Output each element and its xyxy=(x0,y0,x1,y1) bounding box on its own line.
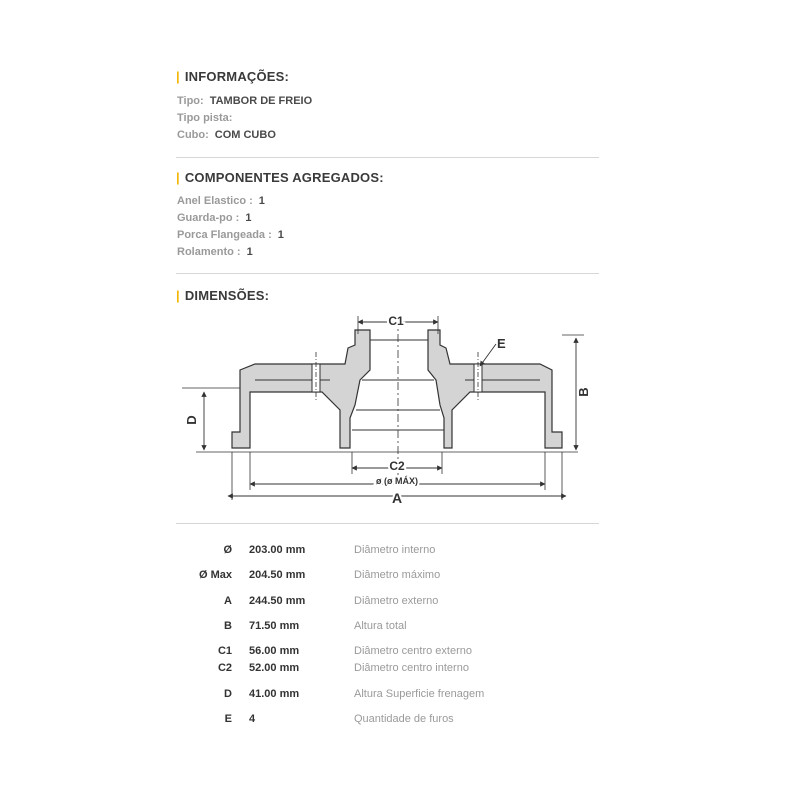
components-title-text: COMPONENTES AGREGADOS: xyxy=(184,170,384,185)
info-section-title: | INFORMAÇÕES: xyxy=(176,69,289,84)
dimension-row: C1 56.00 mm Diâmetro centro externo xyxy=(0,645,800,661)
dimension-row: A 244.50 mm Diâmetro externo xyxy=(0,595,800,611)
component-label: Guarda-po : xyxy=(177,212,240,224)
info-value: TAMBOR DE FREIO xyxy=(209,95,313,107)
dimension-value: 244.50 mm xyxy=(249,595,306,607)
dimension-key: Ø Max xyxy=(198,569,232,581)
divider xyxy=(176,273,599,274)
dimension-key: A xyxy=(224,595,232,607)
info-row-tipo-pista: Tipo pista: xyxy=(177,112,238,124)
info-title-text: INFORMAÇÕES: xyxy=(184,69,290,84)
dimension-description: Altura Superficie frenagem xyxy=(354,688,485,700)
component-label: Rolamento : xyxy=(177,246,241,258)
component-row: Guarda-po : 1 xyxy=(177,212,251,224)
dimension-value: 203.00 mm xyxy=(249,544,306,556)
component-value: 1 xyxy=(246,246,253,258)
info-row-tipo: Tipo: TAMBOR DE FREIO xyxy=(177,95,312,107)
dimension-description: Diâmetro externo xyxy=(354,595,439,607)
component-row: Anel Elastico : 1 xyxy=(177,195,265,207)
dimension-row: B 71.50 mm Altura total xyxy=(0,620,800,636)
drum-cross-section xyxy=(231,329,563,449)
accent-bar-icon: | xyxy=(176,288,180,303)
info-label: Cubo: xyxy=(177,129,209,141)
c2-label: C2 xyxy=(389,459,405,473)
dimension-description: Altura total xyxy=(354,620,407,632)
component-label: Anel Elastico : xyxy=(177,195,253,207)
component-value: 1 xyxy=(277,229,284,241)
info-label: Tipo pista: xyxy=(177,112,233,124)
dimension-row: C2 52.00 mm Diâmetro centro interno xyxy=(0,662,800,678)
dimension-key: Ø xyxy=(223,544,232,556)
info-label: Tipo: xyxy=(177,95,204,107)
dimension-key: B xyxy=(224,620,232,632)
dimension-description: Diâmetro centro interno xyxy=(354,662,469,674)
b-label: B xyxy=(576,387,591,396)
dimension-description: Diâmetro centro externo xyxy=(354,645,472,657)
c1-label: C1 xyxy=(388,314,404,328)
dimension-value: 4 xyxy=(249,713,256,725)
dimension-row: D 41.00 mm Altura Superficie frenagem xyxy=(0,688,800,704)
dimensions-section-title: | DIMENSÕES: xyxy=(176,288,269,303)
dimension-value: 41.00 mm xyxy=(249,688,300,700)
dimension-description: Diâmetro interno xyxy=(354,544,436,556)
dimension-description: Diâmetro máximo xyxy=(354,569,441,581)
dimension-value: 71.50 mm xyxy=(249,620,300,632)
e-label: E xyxy=(497,336,506,351)
component-row: Rolamento : 1 xyxy=(177,246,253,258)
dimensions-title-text: DIMENSÕES: xyxy=(184,288,270,303)
dimension-key: C1 xyxy=(217,645,232,657)
info-value: COM CUBO xyxy=(214,129,276,141)
divider xyxy=(176,157,599,158)
dimension-description: Quantidade de furos xyxy=(354,713,454,725)
diameter-label: ø (ø MÁX) xyxy=(376,476,418,486)
info-row-cubo: Cubo: COM CUBO xyxy=(177,129,276,141)
dimension-key: C2 xyxy=(217,662,232,674)
dimension-row: Ø Max 204.50 mm Diâmetro máximo xyxy=(0,569,800,585)
divider xyxy=(176,523,599,524)
dimension-key: E xyxy=(224,713,232,725)
component-row: Porca Flangeada : 1 xyxy=(177,229,284,241)
component-value: 1 xyxy=(245,212,252,224)
dimension-value: 52.00 mm xyxy=(249,662,300,674)
dimension-value: 204.50 mm xyxy=(249,569,306,581)
dimension-row: E 4 Quantidade de furos xyxy=(0,713,800,729)
dimension-value: 56.00 mm xyxy=(249,645,300,657)
a-label: A xyxy=(392,490,402,506)
dimension-row: Ø 203.00 mm Diâmetro interno xyxy=(0,544,800,560)
dimension-key: D xyxy=(224,688,232,700)
component-value: 1 xyxy=(258,195,265,207)
d-label: D xyxy=(184,415,199,424)
accent-bar-icon: | xyxy=(176,69,180,84)
components-section-title: | COMPONENTES AGREGADOS: xyxy=(176,170,384,185)
component-label: Porca Flangeada : xyxy=(177,229,272,241)
e-leader-line xyxy=(479,343,497,367)
accent-bar-icon: | xyxy=(176,170,180,185)
